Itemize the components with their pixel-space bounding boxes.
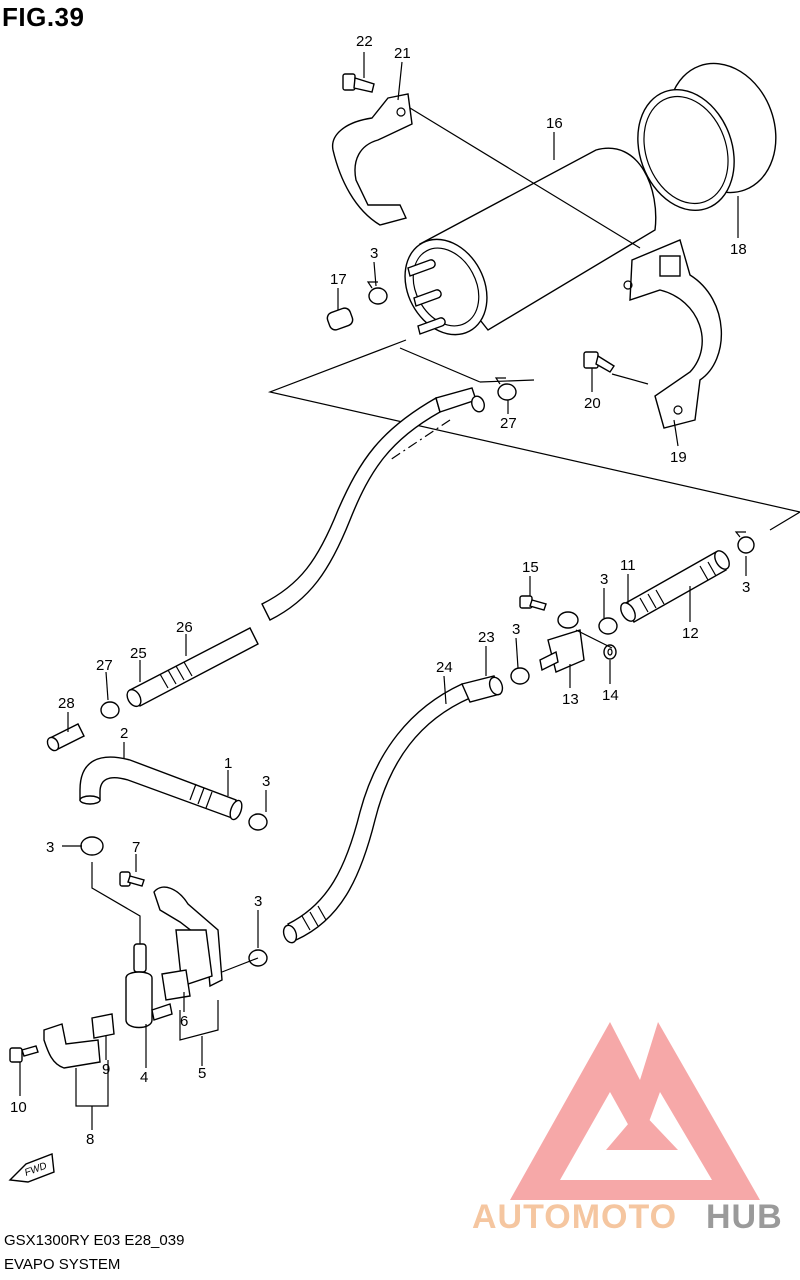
bracket-part-5[interactable]: [153, 886, 223, 988]
bolt-part-20[interactable]: [583, 351, 615, 373]
reference-lines: [267, 107, 800, 531]
callout-3: 3: [254, 893, 262, 910]
callout-2: 2: [120, 725, 128, 742]
clamp-part-27[interactable]: [100, 701, 120, 719]
callout-3: 3: [600, 571, 608, 588]
callout-3: 3: [262, 773, 270, 790]
callout-3: 3: [512, 621, 520, 638]
callout-24: 24: [436, 659, 453, 676]
callout-9: 9: [102, 1061, 110, 1078]
callout-19: 19: [670, 449, 687, 466]
watermark-brand-part2: HUB: [706, 1198, 783, 1236]
bolt-part-22[interactable]: [342, 73, 375, 93]
callout-10: 10: [10, 1099, 27, 1116]
figure-title: FIG.39: [2, 2, 85, 32]
callout-15: 15: [522, 559, 539, 576]
clamp-part-27[interactable]: [494, 377, 517, 401]
callout-8: 8: [86, 1131, 94, 1148]
callout-21: 21: [394, 45, 411, 62]
bracket-part-21[interactable]: [332, 93, 413, 226]
callout-17: 17: [330, 271, 347, 288]
clamp-part-3[interactable]: [80, 836, 104, 856]
callout-4: 4: [140, 1069, 148, 1086]
washer-part-14[interactable]: [603, 644, 617, 660]
callout-25: 25: [130, 645, 147, 662]
canister-part-16[interactable]: [389, 147, 657, 349]
clamp-part-3[interactable]: [366, 281, 388, 305]
hose-part-2[interactable]: [79, 756, 244, 821]
callout-27: 27: [96, 657, 113, 674]
bracket-part-9[interactable]: [91, 1013, 115, 1039]
callout-13: 13: [562, 691, 579, 708]
model-code: GSX1300RY E03 E28_039: [4, 1232, 185, 1249]
watermark-logo: [510, 1022, 760, 1200]
callout-leaders: [19, 52, 747, 1130]
callout-27: 27: [500, 415, 517, 432]
joint-part-28[interactable]: [45, 723, 85, 753]
callout-18: 18: [730, 241, 747, 258]
callout-23: 23: [478, 629, 495, 646]
band-part-18[interactable]: [622, 48, 794, 224]
callout-7: 7: [132, 839, 140, 856]
bracket-part-6[interactable]: [161, 969, 191, 1001]
bolt-part-15[interactable]: [519, 595, 547, 611]
callout-26: 26: [176, 619, 193, 636]
bolt-part-10[interactable]: [9, 1045, 39, 1063]
bolt-part-7[interactable]: [119, 871, 145, 887]
callout-5: 5: [198, 1065, 206, 1082]
watermark-brand-part1: AUTOMOTO: [472, 1198, 678, 1236]
hose-part-12[interactable]: [618, 548, 732, 623]
callout-6: 6: [180, 1013, 188, 1030]
bracket-part-8[interactable]: [43, 1023, 101, 1069]
clamp-part-3[interactable]: [248, 813, 268, 831]
callout-22: 22: [356, 33, 373, 50]
callout-28: 28: [58, 695, 75, 712]
hose-part-26[interactable]: [124, 387, 486, 709]
hose-part-24[interactable]: [281, 675, 504, 944]
callout-12: 12: [682, 625, 699, 642]
valve-part-13[interactable]: [539, 611, 585, 673]
callout-11: 11: [620, 557, 636, 574]
callout-3: 3: [742, 579, 750, 596]
clamp-part-3[interactable]: [510, 667, 530, 685]
forward-arrow-icon: FWD: [8, 1153, 55, 1183]
callout-labels: 22 21 16 18 3 17 20 27 19 15 3 11 3 12 2…: [10, 33, 750, 1148]
bracket-part-19[interactable]: [623, 239, 722, 429]
joint-part-17[interactable]: [326, 306, 355, 331]
callout-16: 16: [546, 115, 563, 132]
section-name: EVAPO SYSTEM: [4, 1256, 121, 1273]
callout-20: 20: [584, 395, 601, 412]
clamp-part-3[interactable]: [598, 617, 618, 635]
callout-3: 3: [370, 245, 378, 262]
callout-14: 14: [602, 687, 619, 704]
callout-1: 1: [224, 755, 232, 772]
reference-lines: [575, 629, 613, 649]
callout-3: 3: [46, 839, 54, 856]
valve-part-4[interactable]: [125, 943, 173, 1029]
clamp-part-3[interactable]: [734, 531, 755, 554]
